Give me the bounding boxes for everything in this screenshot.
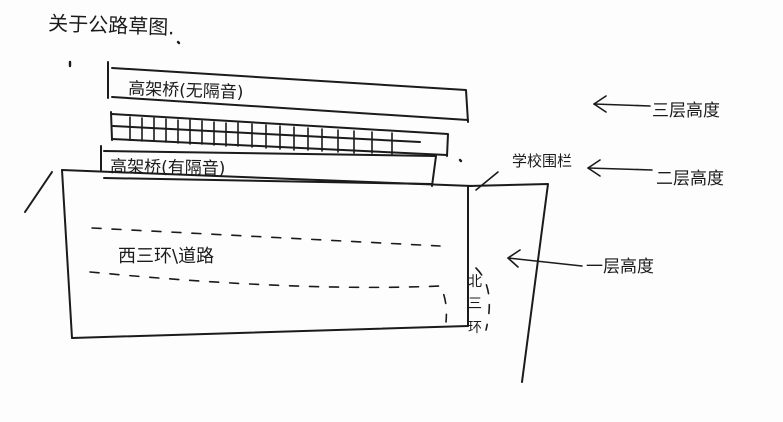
school-wall-label: 学校围栏 (512, 152, 572, 170)
road-north-label-2: 三 (468, 296, 482, 312)
level-3-label: 三层高度 (652, 101, 720, 121)
road-west-label: 西三环\道路 (118, 246, 214, 267)
road-north-label-1: 北 (468, 274, 482, 290)
level-2-label: 二层高度 (656, 169, 724, 189)
sketch-title: 关于公路草图. (48, 11, 175, 39)
pen-dots (68, 40, 463, 163)
overpass-upper (107, 61, 469, 123)
overpass-upper-label: 高架桥(无隔音) (128, 79, 244, 103)
overpass-lower-label: 高架桥(有隔音) (110, 157, 226, 179)
road-block (24, 169, 549, 383)
road-markings (89, 227, 491, 331)
level-arrows (507, 95, 653, 268)
level-1-label: 一层高度 (586, 257, 654, 277)
road-north-label-3: 环 (468, 320, 482, 336)
sound-barrier-band (110, 111, 449, 157)
